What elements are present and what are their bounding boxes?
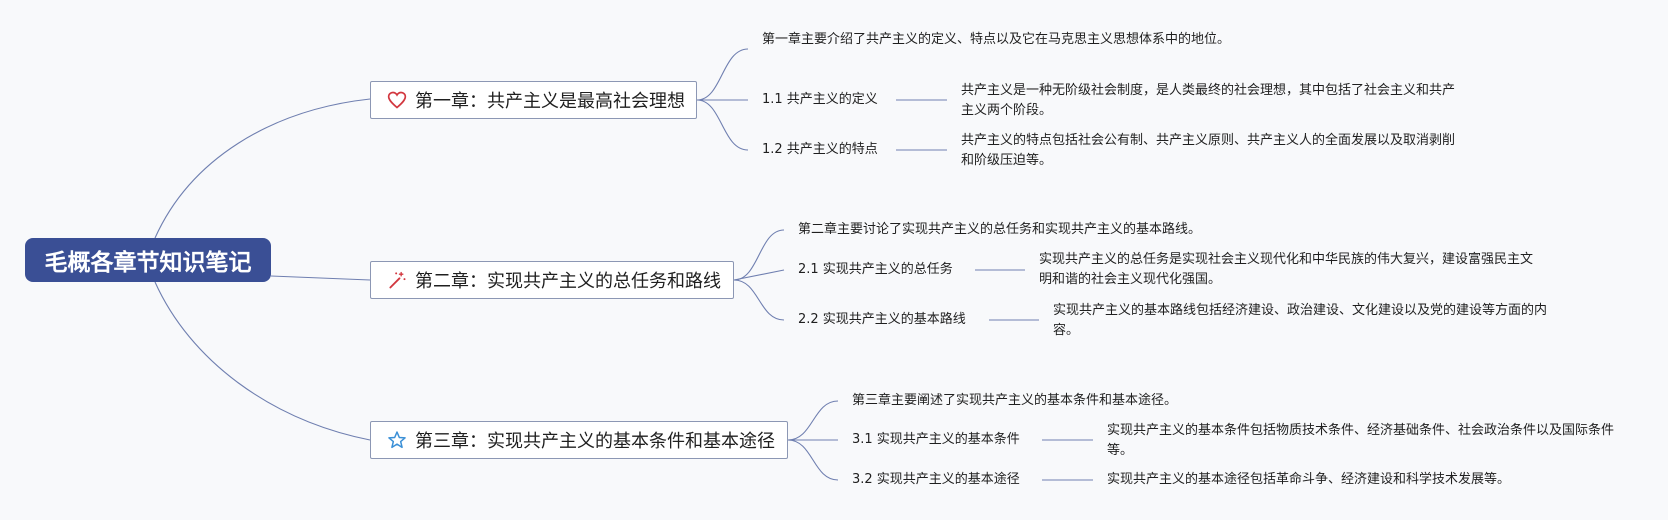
section-1-2-label[interactable]: 1.2 共产主义的特点: [762, 142, 878, 157]
section-3-1-note[interactable]: 实现共产主义的基本条件包括物质技术条件、经济基础条件、社会政治条件以及国际条件等…: [1107, 423, 1615, 458]
magic-wand-icon: [387, 270, 407, 290]
section-3-1-label[interactable]: 3.1 实现共产主义的基本条件: [852, 432, 1020, 447]
section-2-1-note[interactable]: 实现共产主义的总任务是实现社会主义现代化和中华民族的伟大复兴，建设富强民主文明和…: [1039, 252, 1534, 287]
chapter-3-title: 第三章：实现共产主义的基本条件和基本途径: [415, 431, 775, 452]
section-1-1-label[interactable]: 1.1 共产主义的定义: [762, 92, 878, 107]
section-1-2-note[interactable]: 共产主义的特点包括社会公有制、共产主义原则、共产主义人的全面发展以及取消剥削和阶…: [961, 133, 1456, 168]
link-root-ch2: [270, 275, 371, 281]
chapter-1-topic[interactable]: 第一章：共产主义是最高社会理想: [370, 81, 697, 119]
chapter-3-topic[interactable]: 第三章：实现共产主义的基本条件和基本途径: [370, 421, 788, 459]
link-ch2-s1: [733, 269, 785, 281]
chapter-2-topic[interactable]: 第二章：实现共产主义的总任务和路线: [370, 261, 734, 299]
root-topic[interactable]: 毛概各章节知识笔记: [25, 238, 271, 282]
section-2-1-label[interactable]: 2.1 实现共产主义的总任务: [798, 262, 953, 277]
heart-icon: [387, 90, 407, 110]
link-ch2-s2: [733, 279, 785, 321]
link-ch3-s2: [787, 439, 839, 481]
chapter-3-summary[interactable]: 第三章主要阐述了实现共产主义的基本条件和基本途径。: [852, 393, 1178, 408]
chapter-1-title: 第一章：共产主义是最高社会理想: [415, 91, 685, 112]
link-ch3-summary: [787, 400, 839, 441]
link-ch1-s2: [696, 99, 749, 151]
section-1-1-note[interactable]: 共产主义是一种无阶级社会制度，是人类最终的社会理想，其中包括了社会主义和共产主义…: [961, 83, 1456, 118]
section-2-2-label[interactable]: 2.2 实现共产主义的基本路线: [798, 312, 966, 327]
link-ch1-summary: [696, 48, 749, 101]
chapter-1-summary[interactable]: 第一章主要介绍了共产主义的定义、特点以及它在马克思主义思想体系中的地位。: [762, 32, 1231, 47]
chapter-2-summary[interactable]: 第二章主要讨论了实现共产主义的总任务和实现共产主义的基本路线。: [798, 222, 1202, 237]
link-root-ch1: [154, 98, 371, 239]
star-icon: [387, 430, 407, 450]
section-2-2-note[interactable]: 实现共产主义的基本路线包括经济建设、政治建设、文化建设以及党的建设等方面的内容。: [1053, 303, 1548, 338]
chapter-2-title: 第二章：实现共产主义的总任务和路线: [415, 271, 721, 292]
link-ch2-summary: [733, 229, 785, 281]
section-3-2-label[interactable]: 3.2 实现共产主义的基本途径: [852, 472, 1020, 487]
link-root-ch3: [154, 281, 371, 441]
section-3-2-note[interactable]: 实现共产主义的基本途径包括革命斗争、经济建设和科学技术发展等。: [1107, 472, 1511, 487]
